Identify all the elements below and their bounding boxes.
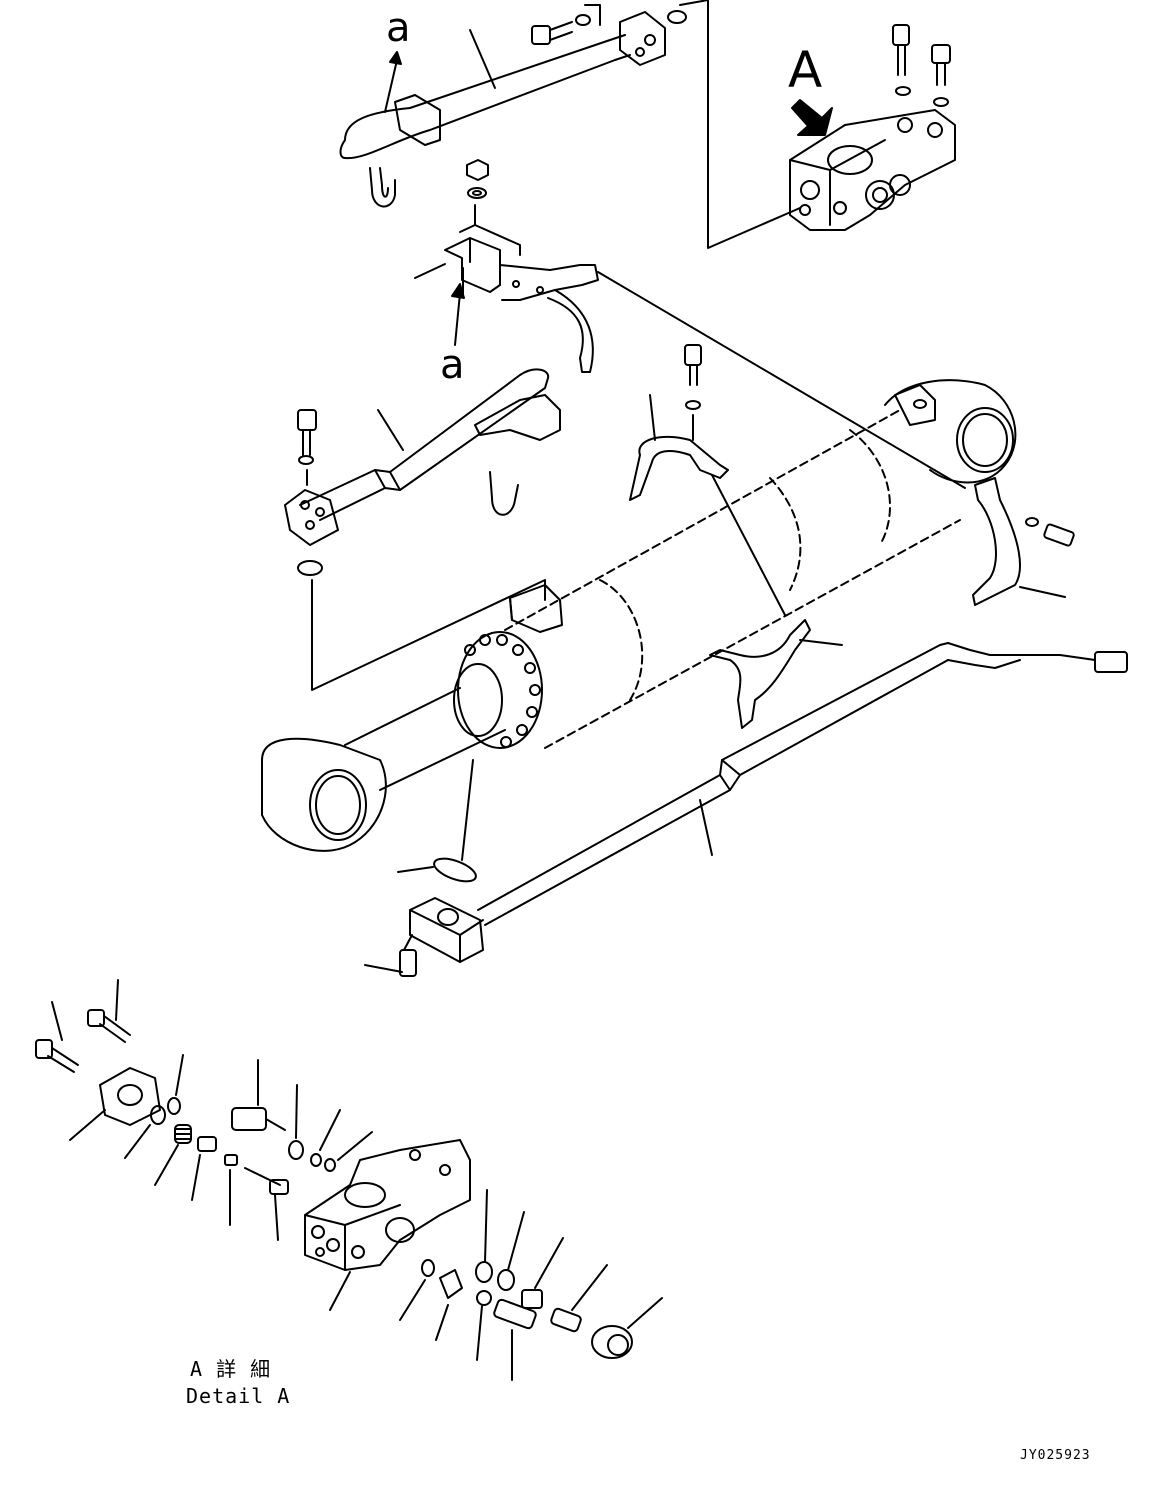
- detail-title-en: Detail A: [186, 1384, 291, 1408]
- middle-pipe-bolt: [298, 410, 316, 485]
- middle-pipe: [285, 369, 560, 545]
- callout-arrow-a-top: [385, 30, 495, 112]
- label-a-top: a: [386, 5, 411, 51]
- top-pipe-fasteners: [532, 0, 800, 248]
- view-a-arrow: [792, 100, 832, 135]
- detail-a-valve-body: [305, 1140, 470, 1270]
- detail-a-flange: [70, 1068, 160, 1140]
- middle-pipe-oring: [298, 561, 545, 690]
- label-a-mid: a: [440, 342, 465, 388]
- hose-oring-bolt: [365, 760, 479, 976]
- clamp-bracket: [415, 238, 598, 372]
- long-hose: [478, 643, 1127, 925]
- label-view-a: A: [788, 41, 823, 99]
- top-pipe: [340, 12, 665, 206]
- hydraulic-cylinder: [262, 380, 1015, 851]
- cushion-valve-block: [790, 110, 955, 230]
- u-clamp-3: [710, 620, 842, 728]
- clamp-nut-washer: [460, 160, 965, 488]
- u-clamp-2: [973, 478, 1075, 605]
- detail-a-seals: [125, 1055, 372, 1171]
- detail-a-leaders: [330, 1272, 350, 1310]
- detail-a-right-parts: [400, 1190, 662, 1380]
- callout-arrow-a-mid: [452, 284, 464, 345]
- detail-a-bolts: [36, 980, 130, 1072]
- drawing-code: JY025923: [1020, 1448, 1091, 1463]
- detail-title-jp: A 詳 細: [190, 1357, 272, 1381]
- hose-end-block: [410, 898, 483, 962]
- u-clamp-1: [630, 345, 785, 615]
- detail-a-springs-plugs: [155, 1060, 288, 1240]
- block-bolts: [893, 25, 950, 106]
